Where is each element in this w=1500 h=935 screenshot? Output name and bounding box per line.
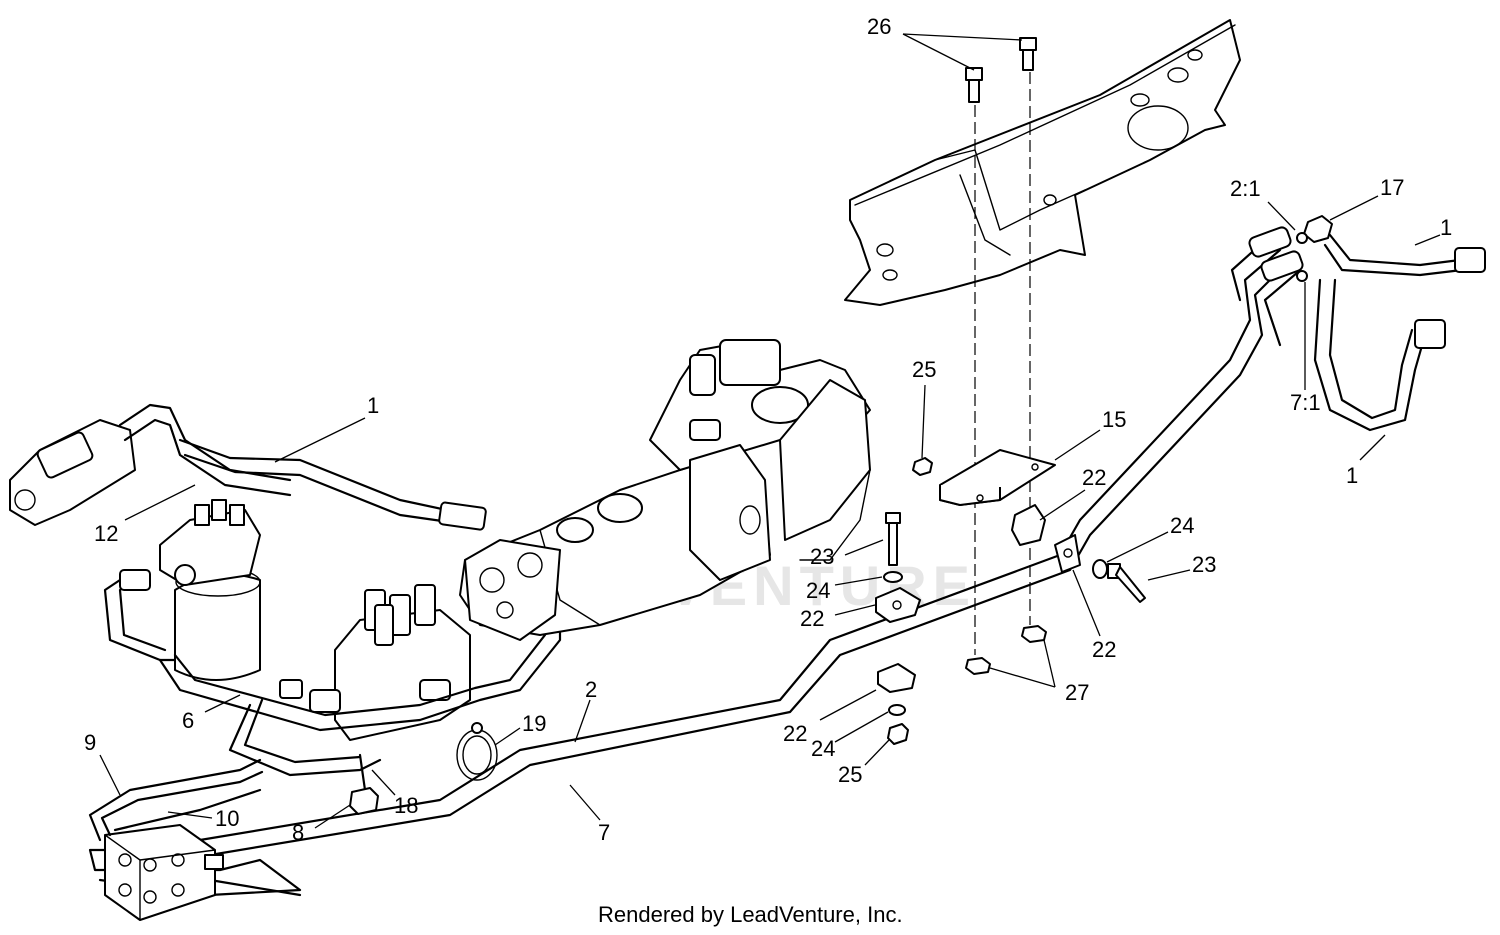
washer-24-lower	[888, 704, 906, 716]
callout-7: 7	[598, 820, 610, 845]
callout-15: 15	[1102, 407, 1126, 432]
tubes-9-10	[88, 758, 264, 842]
bolt-26-right	[1019, 37, 1037, 71]
callout-6: 6	[182, 708, 194, 733]
hose-left	[178, 438, 487, 531]
fitting-17	[1303, 215, 1333, 243]
bracket-15	[939, 449, 1056, 506]
tube-ends-right	[1248, 226, 1304, 282]
clamp-22-upper	[1011, 504, 1046, 546]
callout-9: 9	[84, 730, 96, 755]
callout-23-right: 23	[1192, 552, 1216, 577]
callout-22-upper: 22	[1082, 465, 1106, 490]
callout-12: 12	[94, 521, 118, 546]
callout-22-lower: 22	[783, 721, 807, 746]
bolt-26-left	[965, 67, 983, 103]
steering-cylinder	[9, 403, 292, 526]
oil-filter	[103, 499, 261, 681]
manifold-block	[88, 824, 224, 921]
callout-1-top-right: 1	[1440, 215, 1452, 240]
callout-1-right: 1	[1346, 463, 1358, 488]
callout-7-1: 7:1	[1290, 390, 1321, 415]
callout-17: 17	[1380, 175, 1404, 200]
callout-2: 2	[585, 677, 597, 702]
washer-24-right	[1092, 559, 1108, 579]
callout-24-left: 24	[806, 578, 830, 603]
callout-24-right: 24	[1170, 513, 1194, 538]
callout-23-left: 23	[810, 544, 834, 569]
callout-1-left: 1	[367, 393, 379, 418]
callout-19: 19	[522, 711, 546, 736]
frame-rail	[844, 19, 1241, 306]
o-ring-2-1	[1296, 232, 1308, 244]
callout-labels: 26 2:1 17 1 7:1 1 25 15 22 1 12 23 24 22…	[84, 14, 1452, 845]
callout-25-lower: 25	[838, 762, 862, 787]
clamp-19	[456, 722, 498, 781]
clamp-22-mid	[875, 587, 921, 623]
callout-24-lower: 24	[811, 736, 835, 761]
callout-22-right: 22	[1092, 637, 1116, 662]
o-ring-7-1	[1296, 270, 1308, 282]
callout-8: 8	[292, 820, 304, 845]
leader-lines	[99, 33, 1441, 829]
control-valve	[279, 584, 471, 741]
hose-upper-right	[1323, 233, 1486, 277]
tee-fitting	[1054, 534, 1081, 573]
callout-10: 10	[215, 806, 239, 831]
bolt-23-right	[1107, 563, 1146, 603]
footer-credit: Rendered by LeadVenture, Inc.	[598, 902, 903, 927]
nut-27-right	[1021, 625, 1047, 643]
washer-24-left	[883, 571, 903, 583]
callout-25-top: 25	[912, 357, 936, 382]
callout-18: 18	[394, 793, 418, 818]
callout-26: 26	[867, 14, 891, 39]
fitting-8	[349, 787, 379, 815]
nut-25-lower	[887, 723, 909, 745]
bolt-23-left	[885, 512, 901, 566]
nut-27-left	[965, 657, 991, 675]
clamp-22-lower	[877, 663, 916, 693]
callout-2-1: 2:1	[1230, 176, 1261, 201]
callout-27: 27	[1065, 680, 1089, 705]
hydraulic-pump	[459, 339, 871, 641]
nut-25-top	[912, 457, 933, 476]
hose-lower-right	[1313, 278, 1446, 432]
callout-22-mid: 22	[800, 606, 824, 631]
